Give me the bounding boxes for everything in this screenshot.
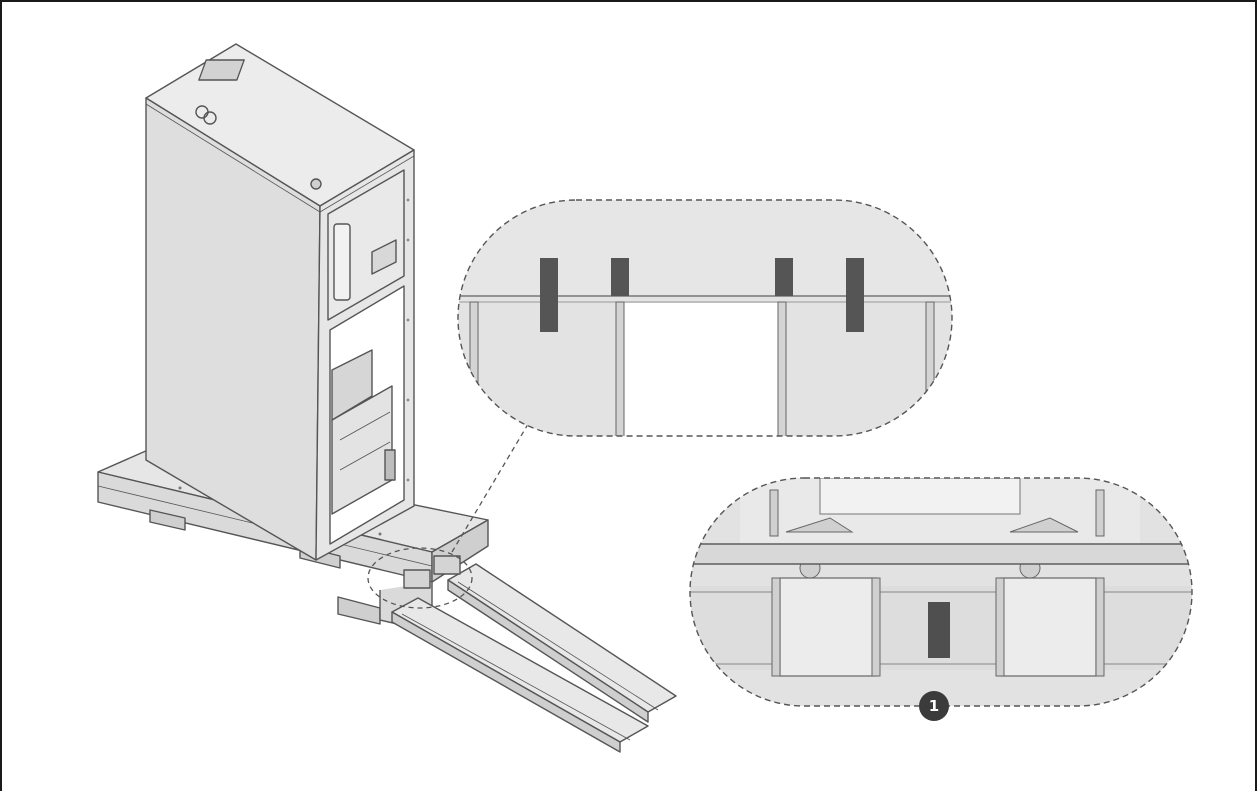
bracket-block	[846, 258, 864, 332]
ramps	[391, 555, 677, 753]
bracket-block	[928, 602, 950, 658]
leader-line-top	[451, 403, 541, 553]
detail-view-top	[457, 199, 953, 437]
bracket-block	[540, 258, 558, 332]
cabinet	[145, 43, 415, 561]
callout-number: 1	[929, 697, 939, 715]
bracket-block	[611, 258, 629, 296]
detail-view-bottom	[689, 477, 1193, 707]
callout-1: 1	[919, 691, 949, 721]
detail-marker	[367, 547, 473, 609]
bracket-block	[775, 258, 793, 296]
